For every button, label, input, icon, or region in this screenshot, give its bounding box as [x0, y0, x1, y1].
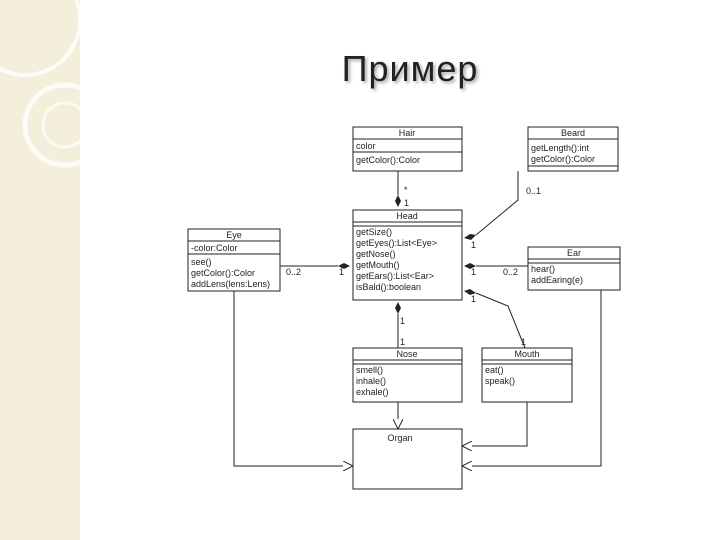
class-mouth-name: Mouth	[514, 349, 539, 359]
multiplicity-ear-range: 0..2	[503, 267, 518, 277]
class-eye-name: Eye	[226, 230, 242, 240]
multiplicity-mouth-bottom-one: 1	[521, 337, 526, 347]
composition-beard-head	[464, 171, 519, 240]
class-head-method: getEyes():List<Eye>	[356, 238, 437, 248]
slide-title: Пример	[341, 48, 479, 89]
class-mouth-method: eat()	[485, 365, 504, 375]
multiplicity-beard-range: 0..1	[526, 186, 541, 196]
class-eye-method: see()	[191, 257, 212, 267]
multiplicity-hair-many: *	[404, 185, 408, 195]
multiplicity-nose-one: 1	[400, 337, 405, 347]
class-hair-attribute: color	[356, 141, 376, 151]
class-nose-method: inhale()	[356, 376, 386, 386]
class-beard-name: Beard	[561, 128, 585, 138]
class-beard-attribute: getColor():Color	[531, 154, 595, 164]
class-nose-name: Nose	[396, 349, 417, 359]
class-eye	[187, 228, 281, 292]
class-ear-method: addEaring(e)	[531, 275, 583, 285]
generalization-eye-organ	[233, 291, 353, 466]
class-nose-method: smell()	[356, 365, 383, 375]
composition-nose-head	[395, 302, 401, 348]
generalization-ear-organ	[462, 290, 602, 466]
class-beard	[527, 126, 619, 172]
class-ear-method: hear()	[531, 264, 555, 274]
class-mouth-method: speak()	[485, 376, 515, 386]
class-head-method: getEars():List<Ear>	[356, 271, 434, 281]
composition-hair-head	[395, 171, 401, 207]
composition-ear-head	[464, 263, 528, 269]
class-head-method: getMouth()	[356, 260, 400, 270]
multiplicity-ear-one: 1	[471, 267, 476, 277]
composition-mouth-head	[464, 289, 526, 349]
class-eye-attribute: -color:Color	[191, 243, 238, 253]
class-hair	[352, 126, 463, 172]
composition-eye-head	[280, 263, 350, 269]
class-nose	[352, 347, 463, 403]
class-head-method: getNose()	[356, 249, 396, 259]
multiplicity-eye-range: 0..2	[286, 267, 301, 277]
multiplicity-hair-one: 1	[404, 198, 409, 208]
multiplicity-eye-one: 1	[339, 267, 344, 277]
generalization-mouth-organ	[462, 402, 528, 446]
class-hair-method: getColor():Color	[356, 155, 420, 165]
decorative-side-panel	[0, 0, 80, 540]
multiplicity-mouth-one: 1	[471, 294, 476, 304]
multiplicity-nose-head-one: 1	[400, 316, 405, 326]
multiplicity-beard-one: 1	[471, 240, 476, 250]
class-head-method: getSize()	[356, 227, 392, 237]
class-beard-attribute: getLength():int	[531, 143, 590, 153]
class-ear	[527, 246, 621, 291]
class-head-method: isBald():boolean	[356, 282, 421, 292]
class-head-name: Head	[396, 211, 418, 221]
class-head	[352, 209, 463, 301]
decorative-rings	[0, 0, 80, 168]
class-ear-name: Ear	[567, 248, 581, 258]
class-nose-method: exhale()	[356, 387, 389, 397]
class-eye-method: getColor():Color	[191, 268, 255, 278]
class-organ	[352, 428, 463, 490]
class-organ-name: Organ	[387, 433, 412, 443]
class-hair-name: Hair	[399, 128, 416, 138]
class-eye-method: addLens(lens:Lens)	[191, 279, 270, 289]
